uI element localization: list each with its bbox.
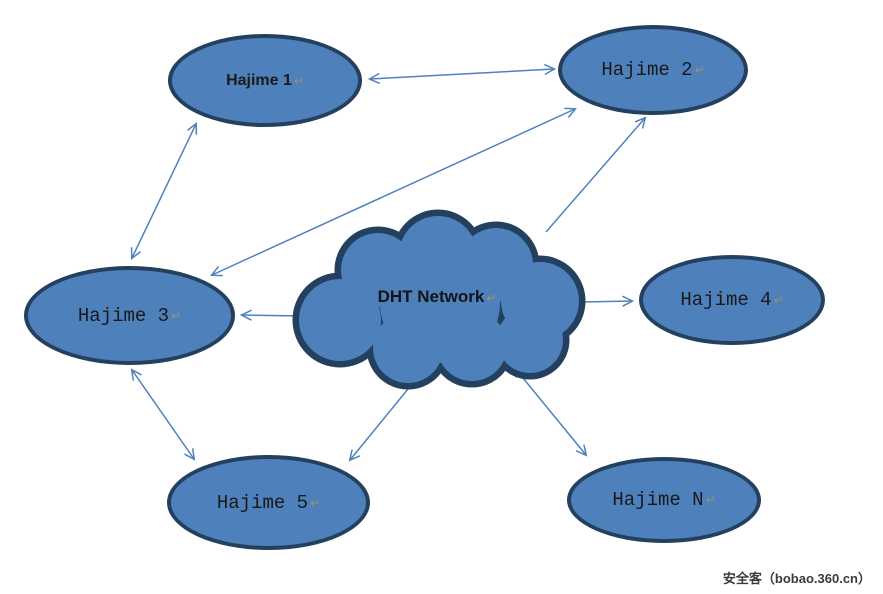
node-hajime-5: Hajime 5↵ [167,455,370,550]
return-mark-icon: ↵ [310,495,321,510]
node-hajime-2: Hajime 2↵ [558,25,748,115]
node-hajime-3: Hajime 3↵ [24,266,235,365]
node-label: Hajime 3 [77,304,170,327]
return-mark-icon: ↵ [773,293,784,307]
node-label: Hajime 5 [216,491,309,514]
node-label: Hajime 2 [601,59,693,81]
cloud-label-text: DHT Network [377,287,485,306]
node-hajime-1: Hajime 1↵ [168,34,362,127]
edge-hajime1-hajime2 [367,63,557,85]
return-mark-icon: ↵ [293,73,304,88]
watermark: 安全客（bobao.360.cn） [722,571,871,586]
edge-hajime3-hajime5 [130,368,196,461]
node-label: Hajime N [612,489,704,511]
node-hajime-n: Hajime N↵ [567,457,761,543]
edge-hajime1-hajime3 [130,122,198,260]
return-mark-icon: ↵ [486,291,497,305]
return-mark-icon: ↵ [705,493,716,507]
return-mark-icon: ↵ [171,308,182,323]
node-hajime-4: Hajime 4↵ [639,255,825,345]
cloud-label: DHT Network↵ [322,287,552,307]
node-label: Hajime 1 [226,71,292,89]
return-mark-icon: ↵ [694,63,705,77]
node-label: Hajime 4 [680,289,772,311]
